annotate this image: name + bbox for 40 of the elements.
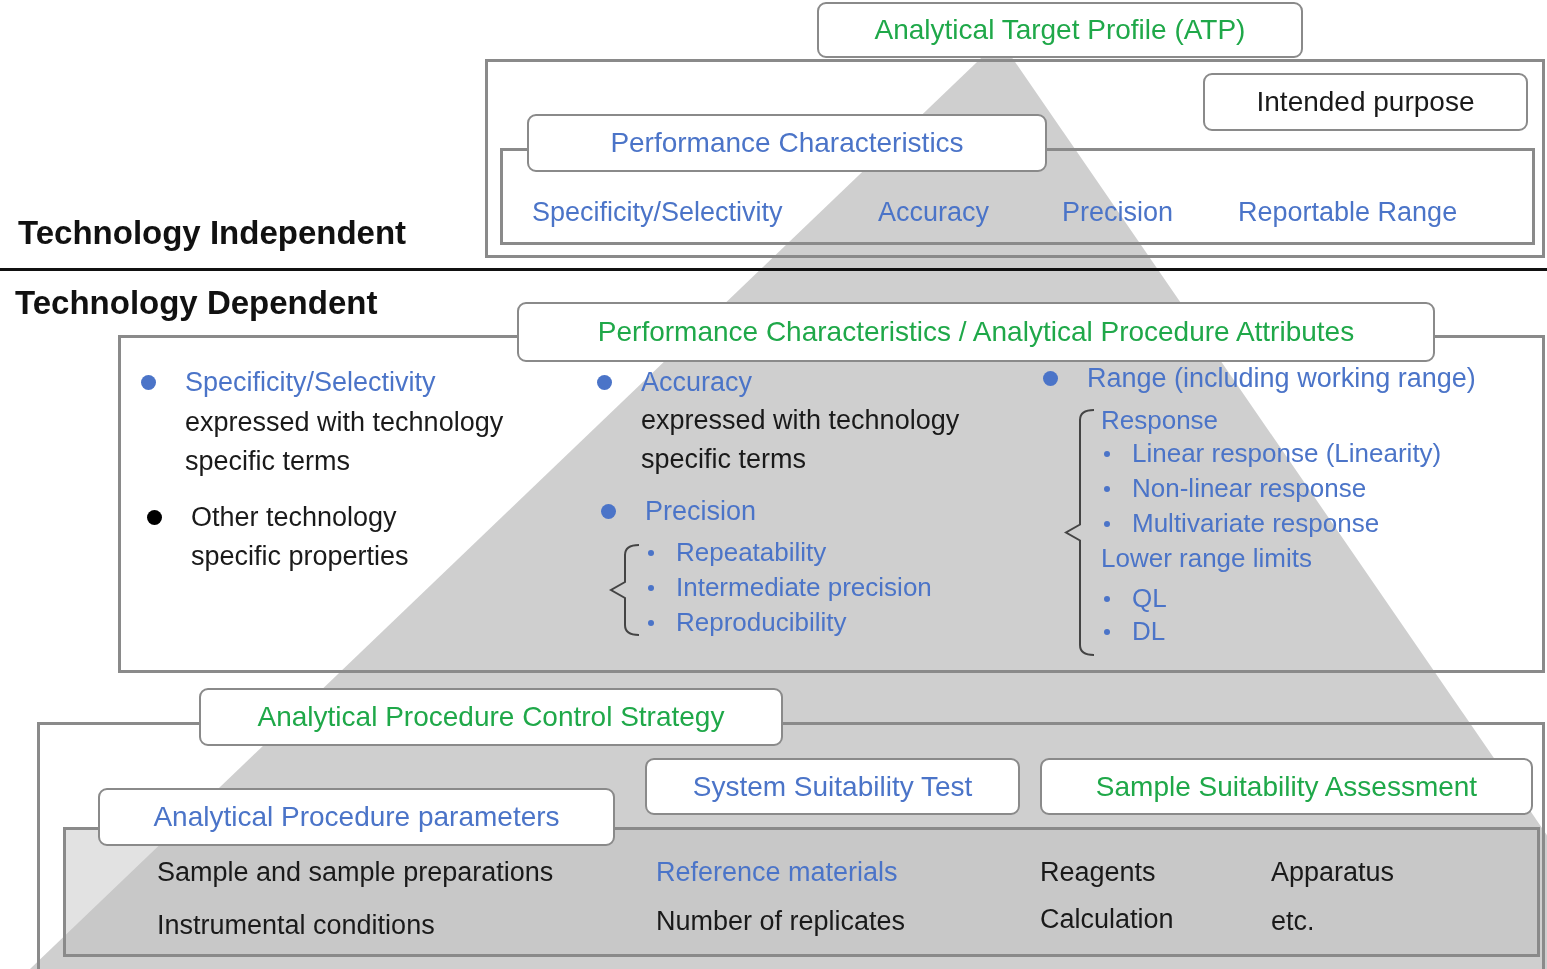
parameter-text: Apparatus [1271, 856, 1395, 889]
parameter-text: Calculation [1040, 903, 1174, 936]
attribute-text: Repeatability [676, 536, 827, 569]
attribute-text: Precision [1062, 196, 1174, 229]
attribute-text: Specificity/Selectivity [532, 196, 783, 229]
parameter-text: etc. [1271, 905, 1315, 938]
attribute-text: Precision [645, 495, 757, 528]
attribute-text: Reportable Range [1238, 196, 1458, 229]
attribute-text: Accuracy [878, 196, 990, 229]
text-box: Sample Suitability Assessment [1040, 758, 1533, 815]
attribute-text: Response [1101, 404, 1219, 437]
parameter-text: Instrumental conditions [157, 909, 435, 942]
attribute-text: DL [1132, 615, 1166, 648]
text-box: System Suitability Test [645, 758, 1020, 815]
attribute-text: Multivariate response [1132, 507, 1380, 540]
section-label: Technology Independent [18, 214, 407, 252]
parameter-text: Reference materials [656, 856, 898, 889]
attribute-text: Non-linear response [1132, 472, 1367, 505]
outer-frame [485, 59, 1545, 258]
attribute-text: Accuracy [641, 366, 753, 399]
attribute-text: Linear response (Linearity) [1132, 437, 1442, 470]
attribute-text: Lower range limits [1101, 542, 1312, 575]
text-box: Performance Characteristics [527, 114, 1047, 172]
text-box: Intended purpose [1203, 73, 1528, 131]
parameter-text: Reagents [1040, 856, 1156, 889]
attribute-text: Range (including working range) [1087, 362, 1476, 395]
parameter-text: Number of replicates [656, 905, 906, 938]
text-box: Analytical Procedure Control Strategy [199, 688, 783, 746]
attribute-text: expressed with technology specific terms [641, 404, 961, 476]
attribute-text: QL [1132, 582, 1167, 615]
attribute-text: expressed with technology specific terms [185, 406, 505, 478]
attribute-text: Other technology specific properties [191, 501, 410, 573]
text-box: Performance Characteristics / Analytical Procedure Attributes [517, 302, 1435, 362]
attribute-text: Reproducibility [676, 606, 847, 639]
attribute-text: Intermediate precision [676, 571, 932, 604]
parameter-text: Sample and sample preparations [157, 856, 554, 889]
section-label: Technology Dependent [15, 284, 378, 322]
text-box: Analytical Procedure parameters [98, 788, 615, 846]
text-box: Analytical Target Profile (ATP) [817, 2, 1303, 58]
attribute-text: Specificity/Selectivity [185, 366, 436, 399]
